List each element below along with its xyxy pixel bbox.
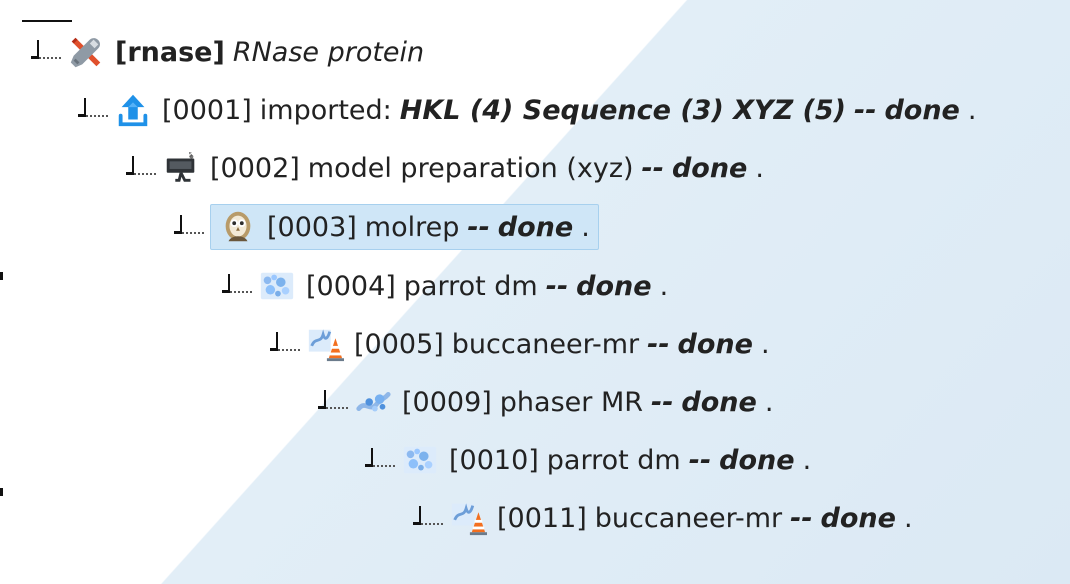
job-status: done [719, 444, 795, 476]
job-id: [0003] [267, 211, 357, 243]
tree-connector [78, 97, 108, 123]
job-label: [0004] parrot dm -- done. [306, 273, 668, 300]
job-status-separator: -- [647, 328, 670, 360]
tree-connector [270, 331, 300, 357]
job-status-dot: . [659, 270, 669, 302]
job-id: [0002] [210, 152, 300, 184]
job-name: parrot dm [546, 444, 681, 476]
tree-connector [318, 389, 348, 415]
job-id: [0010] [449, 444, 539, 476]
tree-job-row-0009[interactable]: [0009] phaser MR -- done. [318, 380, 773, 424]
tree-job-row-0001[interactable]: [0001] imported: HKL (4) Sequence (3) XY… [78, 88, 976, 132]
job-status: done [576, 270, 652, 302]
job-status-separator: -- [641, 152, 664, 184]
job-status: done [820, 502, 896, 534]
job-name: molrep [364, 211, 460, 243]
job-status: done [681, 386, 757, 418]
buccaneer-icon [451, 503, 487, 536]
job-status-separator: -- [545, 270, 569, 302]
job-label: [0003] molrep -- done. [267, 214, 590, 241]
job-status-separator: -- [790, 502, 813, 534]
job-label: [0011] buccaneer-mr -- done. [497, 505, 913, 532]
job-id: [0001] [162, 94, 252, 126]
job-label: [0010] parrot dm -- done. [449, 447, 811, 474]
job-status-dot: . [802, 444, 812, 476]
job-name: buccaneer-mr [451, 328, 640, 360]
job-id: [0011] [497, 502, 587, 534]
job-status-separator: -- [467, 211, 490, 243]
tools-icon [70, 37, 101, 68]
job-status-dot: . [581, 211, 590, 243]
tree-connector [31, 39, 61, 65]
job-status: done [671, 152, 748, 184]
job-status: done [677, 328, 753, 360]
molrep-icon [225, 211, 251, 242]
job-status-dot: . [760, 328, 770, 360]
job-name: phaser MR [499, 386, 643, 418]
tree-job-row-0011[interactable]: [0011] buccaneer-mr -- done. [413, 496, 913, 540]
tree-top-line [22, 20, 72, 22]
job-details: HKL (4) Sequence (3) XYZ (5) [399, 94, 847, 126]
project-id: [rnase] [115, 36, 225, 68]
buccaneer-icon [308, 329, 344, 362]
job-status: done [497, 211, 574, 243]
job-status-separator: -- [651, 386, 674, 418]
job-id: [0009] [402, 386, 492, 418]
project-title: RNase protein [232, 36, 425, 68]
job-status-separator: -- [688, 444, 712, 476]
tree-root-row[interactable]: [rnase] RNase protein [31, 30, 424, 74]
tree-job-row-0004[interactable]: [0004] parrot dm -- done. [222, 264, 668, 308]
left-edge-marker [0, 488, 3, 496]
left-edge-marker [0, 272, 3, 280]
job-label: [0001] imported: HKL (4) Sequence (3) XY… [162, 97, 976, 124]
tree-connector [365, 447, 395, 473]
job-id: [0005] [354, 328, 444, 360]
job-name: parrot dm [403, 270, 538, 302]
job-status-dot: . [967, 94, 977, 126]
job-status-dot: . [755, 152, 764, 184]
tree-job-row-0005[interactable]: [0005] buccaneer-mr -- done. [270, 322, 770, 366]
tree-job-row-0003[interactable]: [0003] molrep -- done. [174, 204, 599, 250]
tree-job-row-0010[interactable]: [0010] parrot dm -- done. [365, 438, 811, 482]
job-status: done [884, 94, 960, 126]
job-label: [0005] buccaneer-mr -- done. [354, 331, 770, 358]
job-id: [0004] [306, 270, 396, 302]
model-preparation-icon: 5 [166, 153, 195, 182]
job-label: [0002] model preparation (xyz) -- done. [210, 155, 764, 182]
parrot-icon [403, 446, 437, 474]
tree-job-row-0002[interactable]: 5 [0002] model preparation (xyz) -- done… [126, 146, 764, 190]
phaser-icon [356, 392, 391, 412]
svg-text:5: 5 [189, 153, 193, 159]
job-name: buccaneer-mr [594, 502, 783, 534]
selected-job-highlight[interactable]: [0003] molrep -- done. [210, 204, 599, 250]
job-status-separator: -- [854, 94, 877, 126]
tree-connector [413, 505, 443, 531]
tree-root-label: [rnase] RNase protein [115, 39, 424, 66]
job-label: [0009] phaser MR -- done. [402, 389, 773, 416]
job-name: model preparation (xyz) [307, 152, 634, 184]
tree-connector [174, 214, 204, 240]
parrot-icon [260, 272, 294, 300]
job-name: imported: [259, 94, 392, 126]
job-status-dot: . [764, 386, 774, 418]
upload-icon [118, 94, 148, 127]
job-status-dot: . [903, 502, 913, 534]
tree-connector [126, 155, 156, 181]
tree-connector [222, 273, 252, 299]
